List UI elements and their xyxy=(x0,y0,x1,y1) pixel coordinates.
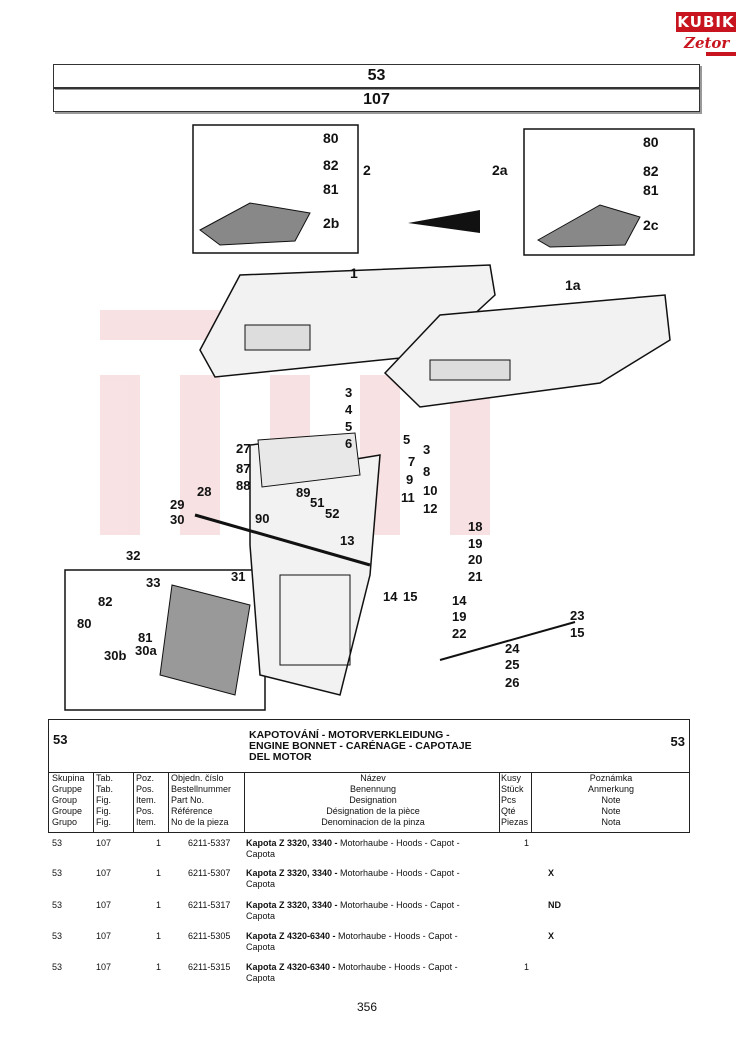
title-line-2: ENGINE BONNET - CARÉNAGE - CAPOTAJE xyxy=(249,740,472,752)
callout-82b: 82 xyxy=(643,163,659,179)
callout-4: 4 xyxy=(345,402,353,417)
group-number-box: 53 xyxy=(53,64,700,88)
col-tab: Tab.Tab.Fig.Fig.Fig. xyxy=(96,773,114,827)
table-number-box: 107 xyxy=(53,88,700,112)
title-line-3: DEL MOTOR xyxy=(249,751,312,763)
callout-24: 24 xyxy=(505,641,520,656)
page-number: 356 xyxy=(357,1000,378,1014)
callout-10: 10 xyxy=(423,483,437,498)
callout-90: 90 xyxy=(255,511,269,526)
part-callouts: 80 82 81 2 2b 80 82 81 2a 2c 1 1a 3 4 5 … xyxy=(77,130,659,690)
callout-32: 32 xyxy=(126,548,140,563)
title-line-1: KAPOTOVÁNÍ - MOTORVERKLEIDUNG - xyxy=(249,729,450,741)
callout-8: 8 xyxy=(423,464,430,479)
callout-23: 23 xyxy=(570,608,584,623)
callout-19b: 19 xyxy=(452,609,466,624)
callout-13: 13 xyxy=(340,533,354,548)
callout-12: 12 xyxy=(423,501,437,516)
callout-2b: 2b xyxy=(323,215,339,231)
callout-82c: 82 xyxy=(98,594,112,609)
callout-80b: 80 xyxy=(643,134,659,150)
callout-1: 1 xyxy=(350,265,358,281)
callout-81: 81 xyxy=(323,181,339,197)
callout-31: 31 xyxy=(231,569,245,584)
group-right: 53 xyxy=(670,734,685,749)
callout-52: 52 xyxy=(325,506,339,521)
callout-80: 80 xyxy=(323,130,339,146)
callout-7: 7 xyxy=(408,454,415,469)
logo-brand: KUBIK xyxy=(676,12,736,32)
callout-15: 15 xyxy=(403,589,417,604)
callout-21: 21 xyxy=(468,569,482,584)
callout-5: 5 xyxy=(345,419,352,434)
callout-25: 25 xyxy=(505,657,519,672)
callout-3: 3 xyxy=(345,385,352,400)
group-left: 53 xyxy=(53,732,68,747)
callout-82: 82 xyxy=(323,157,339,173)
callout-18: 18 xyxy=(468,519,482,534)
callout-3b: 3 xyxy=(423,442,430,457)
table-title: KAPOTOVÁNÍ - MOTORVERKLEIDUNG - ENGINE B… xyxy=(249,730,549,763)
callout-19: 19 xyxy=(468,536,482,551)
callout-30: 30 xyxy=(170,512,184,527)
callout-88: 88 xyxy=(236,478,250,493)
callout-2c: 2c xyxy=(643,217,659,233)
callout-22: 22 xyxy=(452,626,466,641)
callout-28: 28 xyxy=(197,484,211,499)
kubik-zetor-logo: KUBIK Zetor xyxy=(676,12,736,62)
callout-27: 27 xyxy=(236,441,250,456)
logo-sub: Zetor xyxy=(684,34,730,52)
callout-30b: 30b xyxy=(104,648,126,663)
callout-29: 29 xyxy=(170,497,184,512)
callout-14b: 14 xyxy=(452,593,467,608)
callout-5b: 5 xyxy=(403,432,410,447)
callout-2a: 2a xyxy=(492,162,508,178)
callout-9: 9 xyxy=(406,472,413,487)
callout-20: 20 xyxy=(468,552,482,567)
callout-6: 6 xyxy=(345,436,352,451)
callout-81c: 81 xyxy=(138,630,152,645)
exploded-parts-diagram: 80 82 81 2 2b 80 82 81 2a 2c 1 1a 3 4 5 … xyxy=(64,124,695,711)
callout-2: 2 xyxy=(363,162,371,178)
logo-bar xyxy=(706,52,736,56)
callout-89: 89 xyxy=(296,485,310,500)
callout-30a: 30a xyxy=(135,643,157,658)
callout-26: 26 xyxy=(505,675,519,690)
callout-80c: 80 xyxy=(77,616,91,631)
callout-15b: 15 xyxy=(570,625,584,640)
callout-81b: 81 xyxy=(643,182,659,198)
callout-33: 33 xyxy=(146,575,160,590)
callout-51: 51 xyxy=(310,495,324,510)
callout-14: 14 xyxy=(383,589,398,604)
parts-table-header: 53 53 KAPOTOVÁNÍ - MOTORVERKLEIDUNG - EN… xyxy=(48,719,690,833)
callout-87: 87 xyxy=(236,461,250,476)
callout-1a: 1a xyxy=(565,277,581,293)
col-poz: Poz.Pos.Item.Pos.Item. xyxy=(136,773,157,827)
callout-11: 11 xyxy=(401,490,415,505)
